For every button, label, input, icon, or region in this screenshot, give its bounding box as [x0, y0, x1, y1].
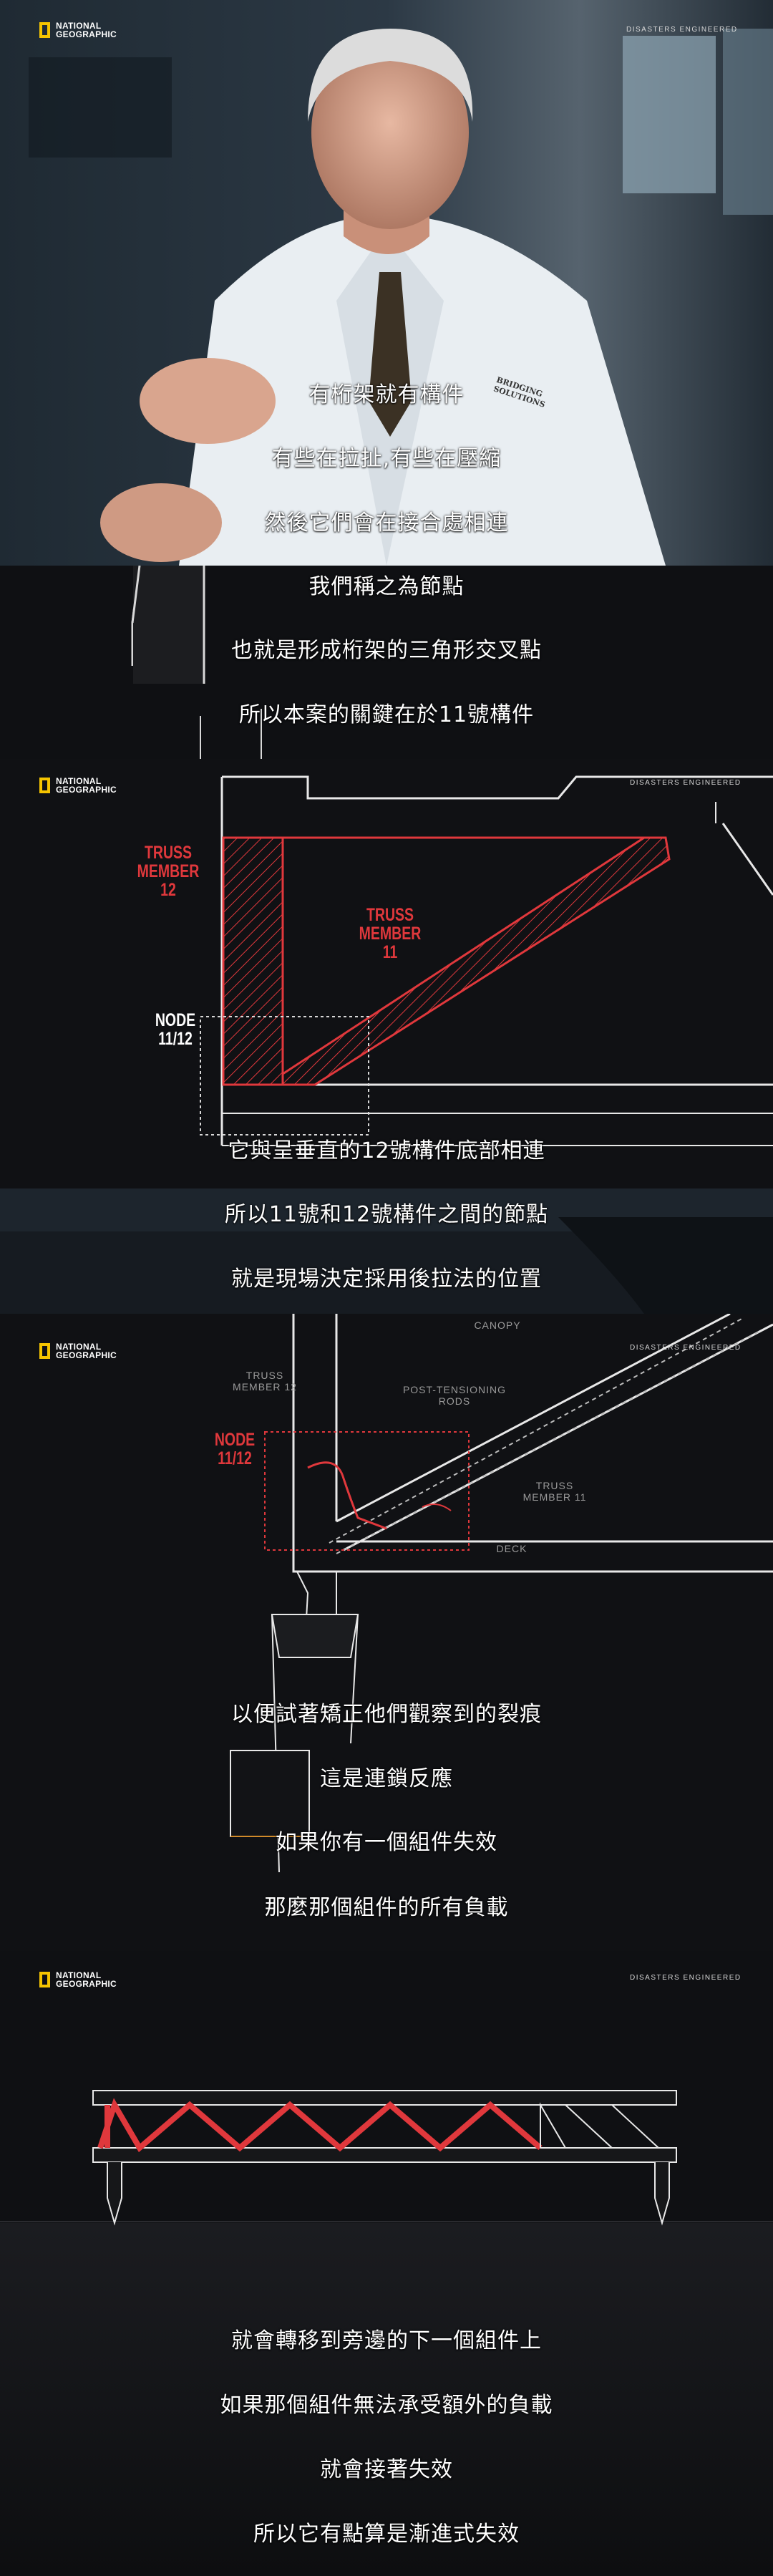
subtitle-line: 如果你有一個組件失效: [276, 1830, 497, 1855]
label-post-tensioning-rods: POST-TENSIONING RODS: [402, 1384, 507, 1407]
subtitle-line: 我們稱之為節點: [308, 574, 465, 599]
natgeo-logo: NATIONAL GEOGRAPHIC: [39, 1971, 117, 1988]
series-title: DISASTERS ENGINEERED: [630, 1974, 742, 1982]
interview-scene: [0, 0, 773, 566]
interview-frame: BRIDGING SOLUTIONS NATIONAL GEOGRAPHIC D…: [0, 0, 773, 566]
subtitle-line: 這是連鎖反應: [320, 1766, 453, 1791]
subtitle-line: 它與呈垂直的12號構件底部相連: [228, 1138, 545, 1163]
post-tensioning-diagram: NATIONAL GEOGRAPHIC DISASTERS ENGINEERED…: [0, 1314, 773, 1951]
label-canopy: CANOPY: [474, 1320, 521, 1331]
label-truss-member-11: TRUSS MEMBER 11: [522, 1480, 587, 1503]
natgeo-frame-icon: [39, 1343, 50, 1359]
truss-drawing: [200, 775, 773, 1146]
transition-frame: [0, 1188, 773, 1314]
natgeo-wordmark: NATIONAL GEOGRAPHIC: [56, 21, 117, 39]
subtitle-line: 有桁架就有構件: [308, 382, 465, 407]
series-title: DISASTERS ENGINEERED: [630, 779, 742, 787]
subtitle-line: 然後它們會在接合處相連: [264, 510, 509, 536]
natgeo-frame-icon: [39, 1972, 50, 1987]
subtitle-line: 所以本案的關鍵在於11號構件: [238, 702, 535, 727]
subtitle-line: 所以它有點算是漸進式失效: [253, 2522, 520, 2547]
label-deck: DECK: [496, 1543, 528, 1554]
subtitle-line: 那麼那個組件的所有負載: [264, 1895, 509, 1920]
natgeo-wordmark: NATIONAL GEOGRAPHIC: [56, 1970, 117, 1989]
natgeo-frame-icon: [39, 22, 50, 38]
truss-elevation-diagram: NATIONAL GEOGRAPHIC DISASTERS ENGINEERED: [0, 1951, 773, 2576]
subtitle-line: 以便試著矯正他們觀察到的裂痕: [231, 1702, 542, 1727]
natgeo-wordmark: NATIONAL GEOGRAPHIC: [56, 1342, 117, 1360]
natgeo-logo: NATIONAL GEOGRAPHIC: [39, 1342, 117, 1360]
label-truss-member-12: TRUSS MEMBER 12: [233, 1370, 297, 1393]
column-drawing: [131, 566, 262, 759]
label-truss-member-12: TRUSS MEMBER 12: [137, 843, 200, 900]
subtitle-line: 也就是形成桁架的三角形交叉點: [231, 638, 542, 663]
subtitle-line: 就是現場決定採用後拉法的位置: [231, 1267, 542, 1292]
series-title: DISASTERS ENGINEERED: [630, 1344, 742, 1352]
subtitle-line: 如果那個組件無法承受額外的負載: [220, 2393, 553, 2418]
subtitle-line: 就會轉移到旁邊的下一個組件上: [231, 2328, 542, 2353]
column-detail-frame: [0, 566, 773, 759]
post-tension-drawing: [230, 1314, 773, 1873]
label-node-11-12: NODE 11/12: [214, 1430, 256, 1468]
natgeo-frame-icon: [39, 778, 50, 793]
truss-elevation-drawing: [0, 2090, 773, 2576]
subtitle-line: 就會接著失效: [320, 2457, 453, 2482]
subtitle-line: 有些在拉扯,有些在壓縮: [271, 446, 502, 471]
series-title: DISASTERS ENGINEERED: [626, 26, 738, 34]
natgeo-logo: NATIONAL GEOGRAPHIC: [39, 21, 117, 39]
label-node-11-12: NODE 11/12: [155, 1010, 196, 1049]
subtitle-line: 所以11號和12號構件之間的節點: [224, 1202, 549, 1227]
natgeo-wordmark: NATIONAL GEOGRAPHIC: [56, 776, 117, 795]
natgeo-logo: NATIONAL GEOGRAPHIC: [39, 777, 117, 794]
truss-member-diagram: NATIONAL GEOGRAPHIC DISASTERS ENGINEERED…: [0, 759, 773, 1188]
label-truss-member-11: TRUSS MEMBER 11: [359, 905, 422, 962]
transition-scene: [0, 1188, 773, 1314]
